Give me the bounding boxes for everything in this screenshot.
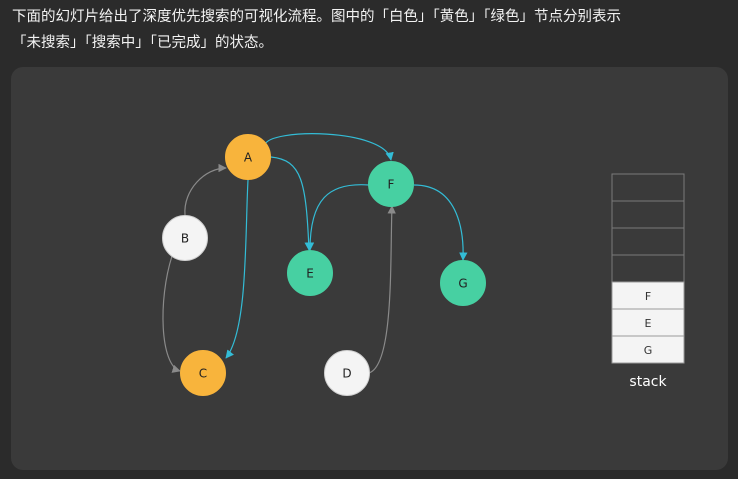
stack-slot-empty <box>611 173 685 202</box>
node-E: E <box>287 250 333 296</box>
description-line-1: 下面的幻灯片给出了深度优先搜索的可视化流程。图中的「白色」「黄色」「绿色」节点分… <box>12 9 621 25</box>
node-F: F <box>368 161 414 207</box>
edge-B-C <box>162 255 181 373</box>
stack-slot-empty <box>611 200 685 229</box>
description: 下面的幻灯片给出了深度优先搜索的可视化流程。图中的「白色」「黄色」「绿色」节点分… <box>12 4 732 56</box>
edge-B-A <box>184 163 227 216</box>
node-G: G <box>440 260 486 306</box>
node-B-label: B <box>181 232 189 246</box>
stack-label: stack <box>629 374 667 390</box>
node-D: D <box>324 350 370 396</box>
edge-A-C <box>225 179 249 359</box>
node-F-label: F <box>388 178 395 192</box>
node-C-label: C <box>199 367 207 381</box>
node-B: B <box>162 215 208 261</box>
stack-slot <box>611 281 685 310</box>
stack-slot <box>611 308 685 337</box>
edge-A-E <box>270 156 313 251</box>
node-C: C <box>180 350 226 396</box>
node-G-label: G <box>458 277 467 291</box>
edge-F-G <box>413 184 468 261</box>
stack-slot <box>611 335 685 364</box>
edge-D-F <box>368 205 396 374</box>
stack-item: E <box>645 317 652 330</box>
slide-panel <box>11 67 728 470</box>
edge-F-E <box>305 184 370 251</box>
stack-item: F <box>645 290 651 303</box>
description-line-2: 「未搜索」「搜索中」「已完成」的状态。 <box>12 35 273 51</box>
stack-slot-empty <box>611 254 685 283</box>
edge-A-F <box>264 133 394 161</box>
stack-slot-empty <box>611 227 685 256</box>
stack-item: G <box>644 344 653 357</box>
stack: F E G stack <box>611 173 685 390</box>
node-A-label: A <box>244 151 253 165</box>
node-A: A <box>225 134 271 180</box>
node-D-label: D <box>342 367 351 381</box>
node-E-label: E <box>306 267 314 281</box>
